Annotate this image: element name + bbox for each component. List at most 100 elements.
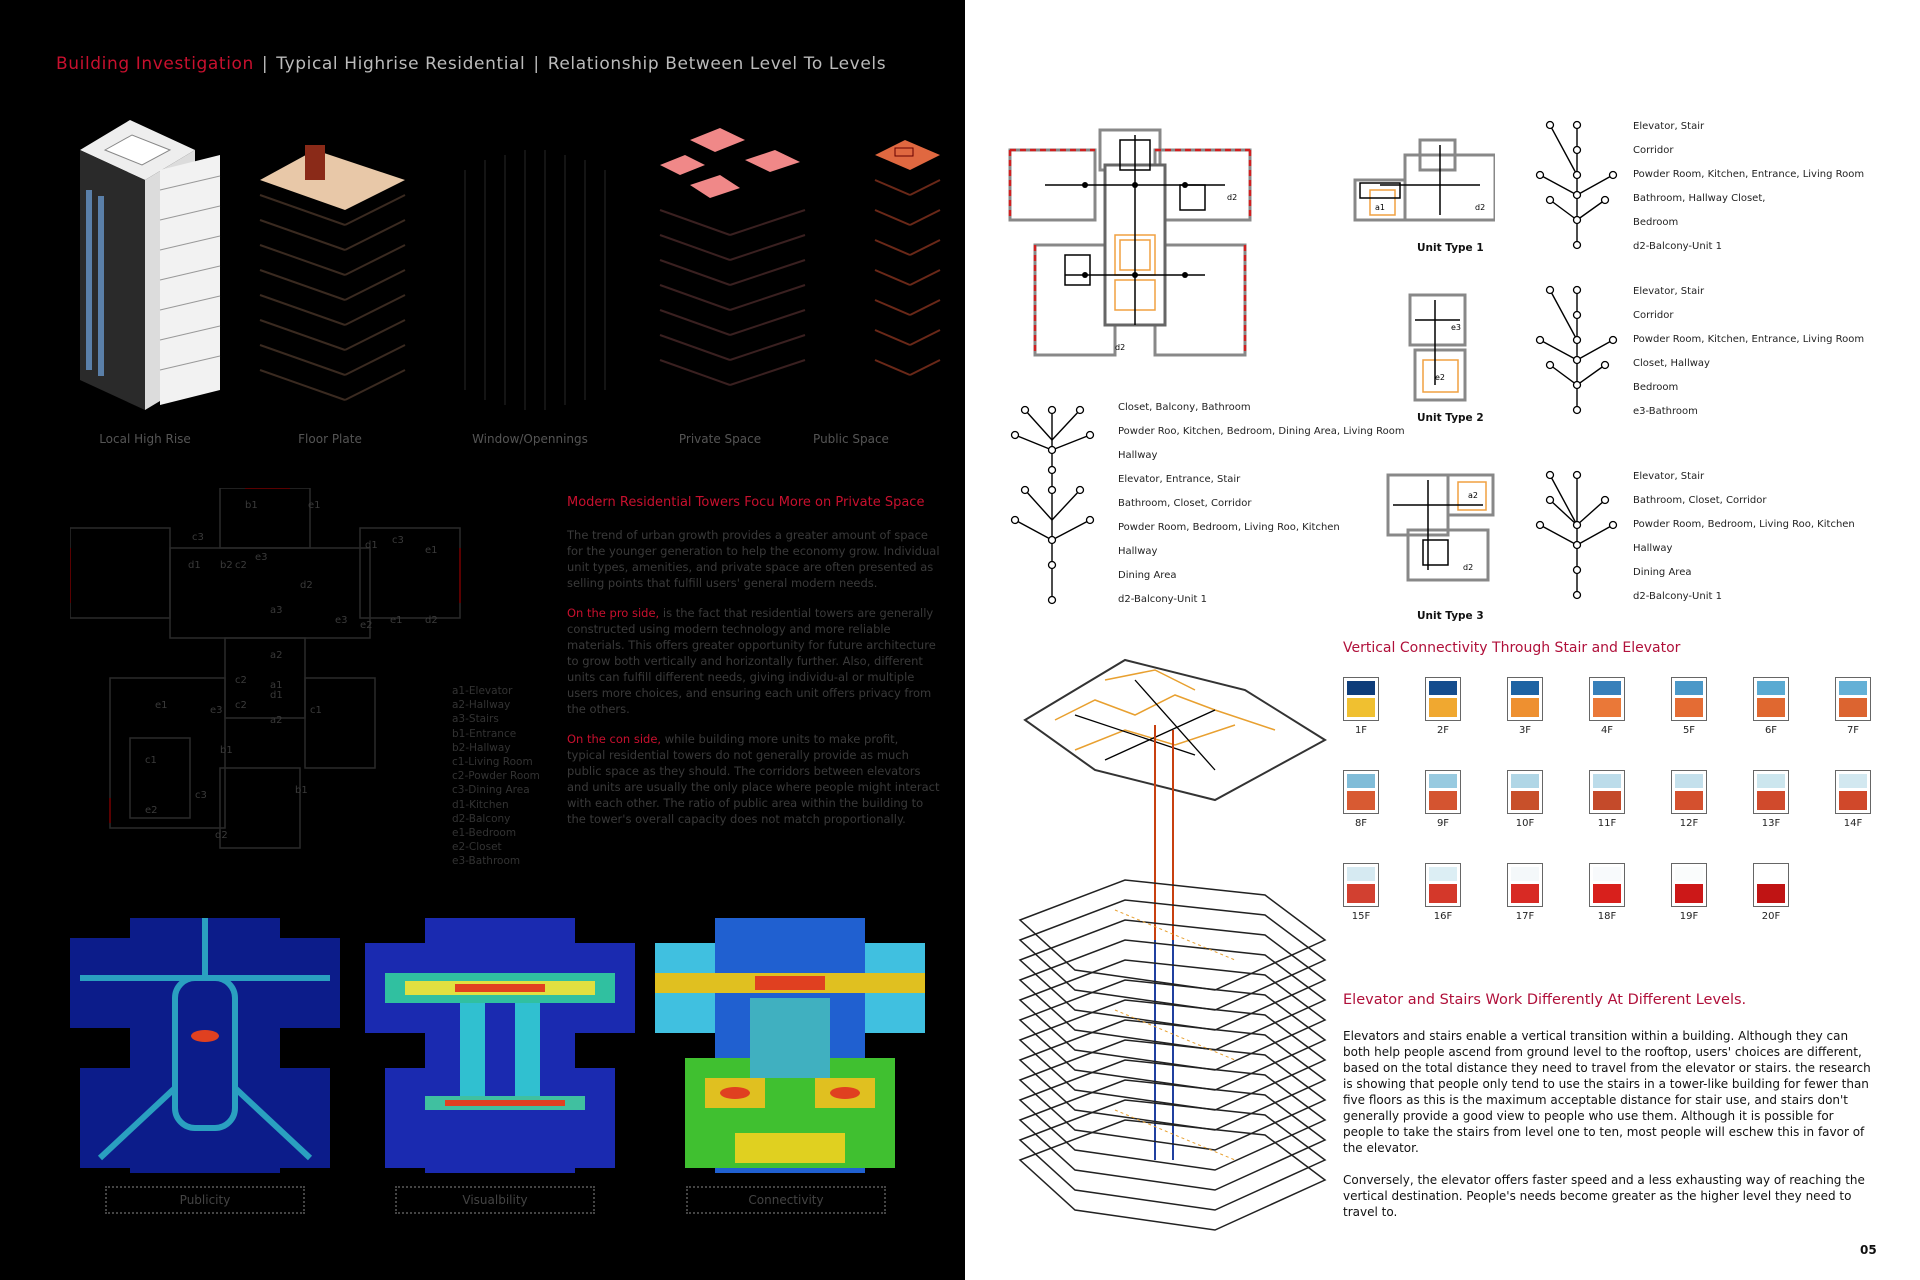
axonometric-tower [1018,658,1327,1231]
plan-tag: e1 [390,615,403,626]
legend-item: e2-Closet [452,841,502,854]
unit-type-2-caption: Unit Type 2 [1417,412,1484,424]
plan-tag: e1 [308,500,321,511]
plan-tag: a1 [270,680,283,691]
legend-item: b2-Hallway [452,741,511,754]
legend-item: d1-Kitchen [452,798,509,811]
floor-swatch [1589,863,1625,907]
plan-tag: a3 [270,605,283,616]
header-subtitle-2: Relationship Between Level To Levels [547,54,887,74]
plan-tag: e1 [425,545,438,556]
tree-label: e3-Bathroom [1633,406,1698,417]
unit-type-1-tree-labels: Elevator, Stair Corridor Powder Room, Ki… [1633,115,1864,259]
tree-label: d2-Balcony-Unit 1 [1633,591,1722,602]
plan-tag: e3 [1451,323,1461,332]
building-label: Floor Plate [298,432,362,446]
heatmap-publicity [70,918,340,1173]
article-paragraph: On the con side, while building more uni… [567,732,940,826]
tree-label: Elevator, Entrance, Stair [1118,474,1241,485]
plan-tag: a2 [270,650,283,661]
floor-swatch-label: 8F [1354,818,1368,829]
header-title: Building Investigation [56,54,254,74]
floor-swatch [1753,863,1789,907]
building-local-high-rise [80,120,221,410]
legend-item: a2-Hallway [452,699,511,712]
room-legend: a1-Elevator a2-Hallway a3-Stairs b1-Entr… [452,684,540,869]
plan-tag: e1 [155,700,168,711]
tree-label: Powder Room, Bedroom, Living Roo, Kitche… [1118,522,1340,533]
tree-label: Bathroom, Closet, Corridor [1633,495,1767,506]
plan-tag: c1 [145,755,157,766]
plan-tag: e2 [1435,373,1445,382]
floor-swatch [1507,770,1543,814]
floor-swatch-label: 6F [1764,725,1778,736]
plan-tag: d2 [1227,193,1237,202]
legend-item: c1-Living Room [452,756,533,769]
tree-label: Bathroom, Closet, Corridor [1118,498,1252,509]
plan-tag: c3 [192,532,204,543]
article-paragraph: The trend of urban growth provides a gre… [567,528,940,590]
plan-tag: d1 [188,560,201,571]
tree-label: Elevator, Stair [1633,286,1705,297]
floor-plan-diagram: b1 c3 e1 d1 b2 c2 e3 a3 a2 a1 d1 c3 e1 e… [70,488,461,849]
plan-tag: b1 [295,785,308,796]
tree-label: Dining Area [1118,570,1177,581]
floor-swatch [1589,677,1625,721]
unit-type-1-caption: Unit Type 1 [1417,242,1484,254]
plan-tag: e3 [335,615,348,626]
floor-swatch-label: 14F [1843,818,1863,829]
vertical-connectivity-title: Vertical Connectivity Through Stair and … [1343,640,1681,656]
legend-item: e3-Bathroom [452,855,521,868]
tree-label: Bedroom [1633,382,1679,393]
tree-label: Hallway [1118,450,1158,461]
plan-tag: b1 [245,500,258,511]
floor-swatch [1425,770,1461,814]
tree-label: Closet, Balcony, Bathroom [1118,402,1251,413]
article-heading: Modern Residential Towers Focu More on P… [567,495,925,510]
plan-tag: c2 [235,675,247,686]
overall-tree-labels: Closet, Balcony, Bathroom Powder Roo, Ki… [1118,396,1405,612]
building-label: Private Space [678,432,762,446]
tree-label: Dining Area [1633,567,1692,578]
unit-type-3-tree [1535,470,1618,600]
floor-swatch-label: 12F [1679,818,1699,829]
tree-label: Elevator, Stair [1633,471,1705,482]
plan-tag: a2 [1468,491,1478,500]
floor-swatch-label: 13F [1761,818,1781,829]
plan-tag: c3 [392,535,404,546]
plan-tag: c2 [235,560,247,571]
building-public-space [874,140,941,376]
tree-label: Bathroom, Hallway Closet, [1633,193,1766,204]
heatmap-label: Publicity [105,1186,305,1214]
tree-label: Powder Roo, Kitchen, Bedroom, Dining Are… [1118,426,1405,437]
floor-swatch-label: 1F [1354,725,1368,736]
legend-item: a1-Elevator [452,685,513,697]
floor-swatch-label: 20F [1761,911,1781,922]
floor-swatch-label: 7F [1846,725,1860,736]
overall-tree [1010,405,1095,605]
unit-type-2-tree [1535,285,1618,415]
floor-swatch [1425,677,1461,721]
floor-swatch [1343,770,1379,814]
tree-label: Hallway [1118,546,1158,557]
floor-swatch-label: 3F [1518,725,1532,736]
unit-type-3-caption: Unit Type 3 [1417,610,1484,622]
floor-swatch-label: 2F [1436,725,1450,736]
plan-tag: a1 [1375,203,1385,212]
plan-tag: e2 [145,805,158,816]
building-private-space [659,128,806,386]
legend-item: a3-Stairs [452,713,499,726]
unit-type-2-tree-labels: Elevator, Stair Corridor Powder Room, Ki… [1633,280,1864,424]
floor-swatch [1671,770,1707,814]
article: Modern Residential Towers Focu More on P… [567,495,940,841]
plan-tag: d1 [270,690,283,701]
plan-tag: b1 [220,745,233,756]
plan-tag: c3 [195,790,207,801]
building-label: Window/Opennings [472,432,588,446]
elevator-paragraph: Conversely, the elevator offers faster s… [1343,1173,1865,1219]
building-windows [464,150,606,410]
left-page: Building Investigation|Typical Highrise … [0,0,965,1280]
floor-swatch [1507,677,1543,721]
floor-swatch [1835,770,1871,814]
floor-swatch-label: 9F [1436,818,1450,829]
